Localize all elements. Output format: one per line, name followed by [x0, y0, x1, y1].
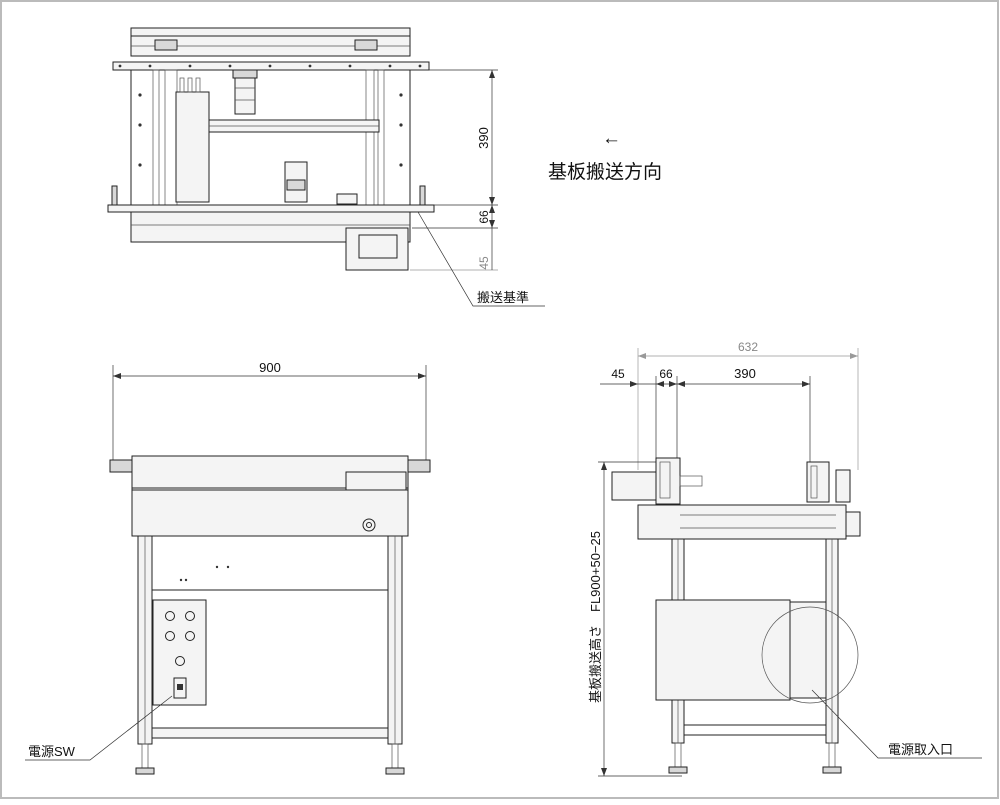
top-dim-height: 390	[476, 127, 491, 149]
front-view: 900 電源SW	[25, 360, 431, 775]
direction-indicator: ← 基板搬送方向	[548, 128, 662, 183]
side-dim-66: 66	[659, 367, 673, 381]
conveyance-height-label: 基板搬送高さ FL900+50−25	[588, 531, 603, 703]
power-inlet-label: 電源取入口	[888, 742, 953, 757]
side-dim-390: 390	[734, 366, 756, 381]
side-dim-45: 45	[611, 367, 625, 381]
side-dim-overall: 632	[738, 340, 758, 354]
direction-label: 基板搬送方向	[548, 161, 662, 183]
top-dim-66: 66	[477, 210, 491, 224]
side-view: 632 45 66 390 基板搬送高さ FL900+50−25	[588, 340, 982, 777]
front-width-dim: 900	[259, 360, 281, 375]
top-view: 390 66 45 搬送基準	[107, 27, 545, 307]
conveyance-reference-label: 搬送基準	[477, 290, 529, 305]
direction-arrow: ←	[602, 128, 621, 149]
top-dim-45: 45	[477, 256, 491, 270]
power-switch-label: 電源SW	[28, 744, 76, 759]
